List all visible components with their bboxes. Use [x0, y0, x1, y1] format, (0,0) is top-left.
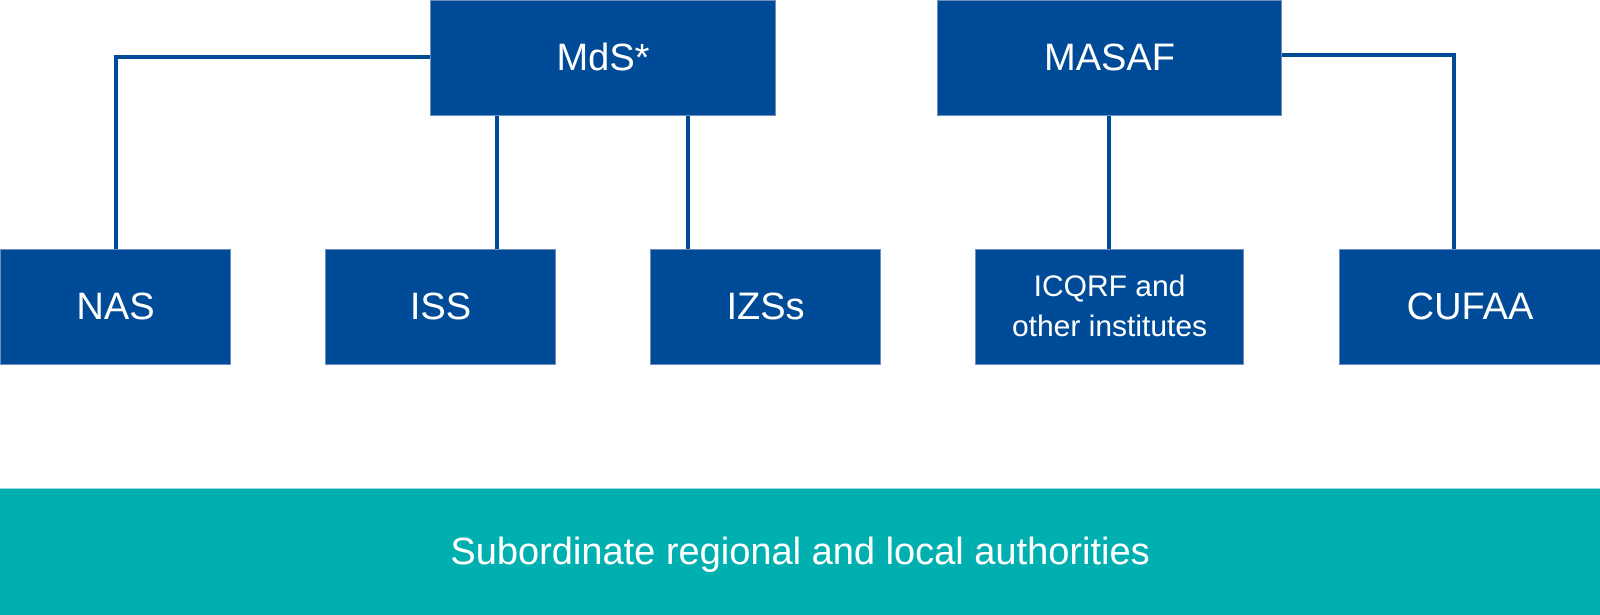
node-icqrf-label-line1: ICQRF and	[1033, 270, 1186, 303]
node-nas: NAS	[0, 249, 231, 365]
connector-mds-izss	[686, 114, 690, 250]
node-mds-label: MdS*	[556, 36, 650, 79]
node-cufaa: CUFAA	[1339, 249, 1600, 365]
subordinate-authorities-band: Subordinate regional and local authoriti…	[0, 488, 1600, 615]
connector-mds-nas-horizontal	[114, 55, 432, 59]
node-iss-label: ISS	[409, 285, 472, 328]
node-cufaa-label: CUFAA	[1406, 285, 1534, 328]
subordinate-authorities-label: Subordinate regional and local authoriti…	[450, 530, 1150, 573]
connector-mds-iss	[495, 114, 499, 250]
node-masaf: MASAF	[937, 0, 1282, 116]
connector-mds-nas-vertical	[114, 55, 118, 250]
node-mds: MdS*	[430, 0, 776, 116]
connector-masaf-cufaa-horizontal	[1280, 53, 1456, 57]
connector-masaf-icqrf	[1107, 114, 1111, 250]
node-icqrf-label-line2: other institutes	[1011, 310, 1208, 343]
node-masaf-label: MASAF	[1044, 36, 1175, 79]
node-izss: IZSs	[650, 249, 881, 365]
node-nas-label: NAS	[76, 285, 155, 328]
node-icqrf: ICQRF and other institutes	[975, 249, 1244, 365]
node-izss-label: IZSs	[726, 285, 805, 328]
connector-masaf-cufaa-vertical	[1452, 53, 1456, 250]
node-iss: ISS	[325, 249, 556, 365]
